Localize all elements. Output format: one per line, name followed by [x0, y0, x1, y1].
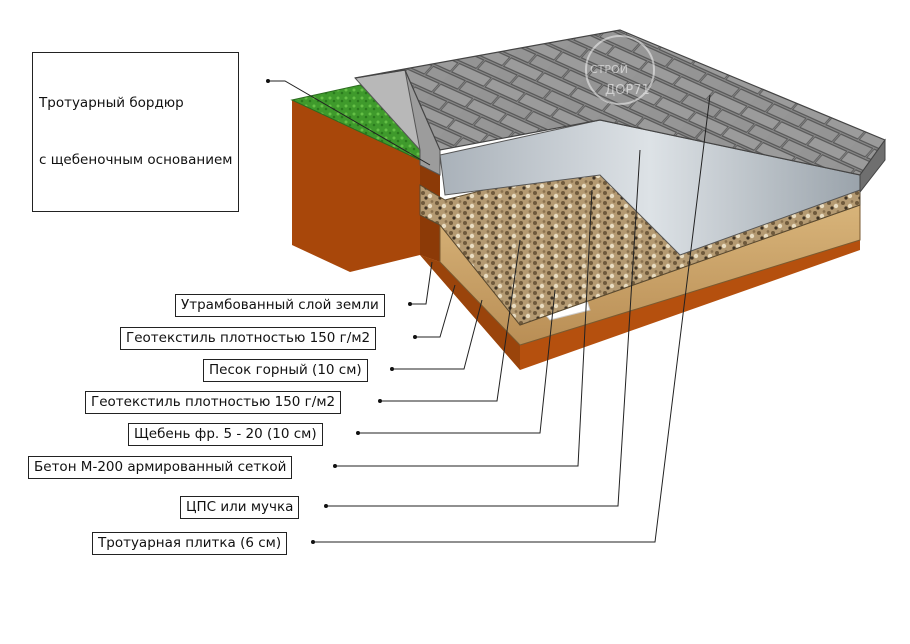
label-curb-line2: с щебеночным основанием [39, 152, 233, 168]
label-dsp: ЦПС или мучка [180, 496, 300, 519]
geotextile-2-pointer-dot [378, 399, 382, 403]
label-concrete: Бетон М-200 армированный сеткой [28, 456, 293, 479]
sand-pointer-dot [390, 367, 394, 371]
label-sand: Песок горный (10 см) [203, 359, 368, 382]
logo-line-2: ДОР71 [605, 83, 650, 98]
paving-tile-surface [354, 29, 886, 176]
curb-pointer-dot [266, 79, 270, 83]
label-gravel: Щебень фр. 5 - 20 (10 см) [128, 423, 323, 446]
label-compacted-soil: Утрамбованный слой земли [175, 294, 385, 317]
label-curb: Тротуарный бордюр с щебеночным основание… [32, 52, 240, 212]
watermark-logo: СТРОЙ ДОР71 [585, 35, 655, 105]
label-curb-line1: Тротуарный бордюр [39, 95, 184, 111]
geotextile-1-pointer-dot [413, 335, 417, 339]
paving-tile-edge [859, 138, 886, 194]
compacted-soil-pointer-dot [408, 302, 412, 306]
paving-pointer-dot [311, 540, 315, 544]
label-geotextile-1: Геотекстиль плотностью 150 г/м2 [120, 327, 377, 350]
concrete-pointer-dot [333, 464, 337, 468]
gravel-pointer-dot [356, 431, 360, 435]
dsp-pointer-dot [324, 504, 328, 508]
label-paving: Тротуарная плитка (6 см) [92, 532, 288, 555]
leader-lines [268, 80, 711, 543]
label-geotextile-2: Геотекстиль плотностью 150 г/м2 [85, 391, 342, 414]
logo-line-1: СТРОЙ [590, 63, 628, 76]
